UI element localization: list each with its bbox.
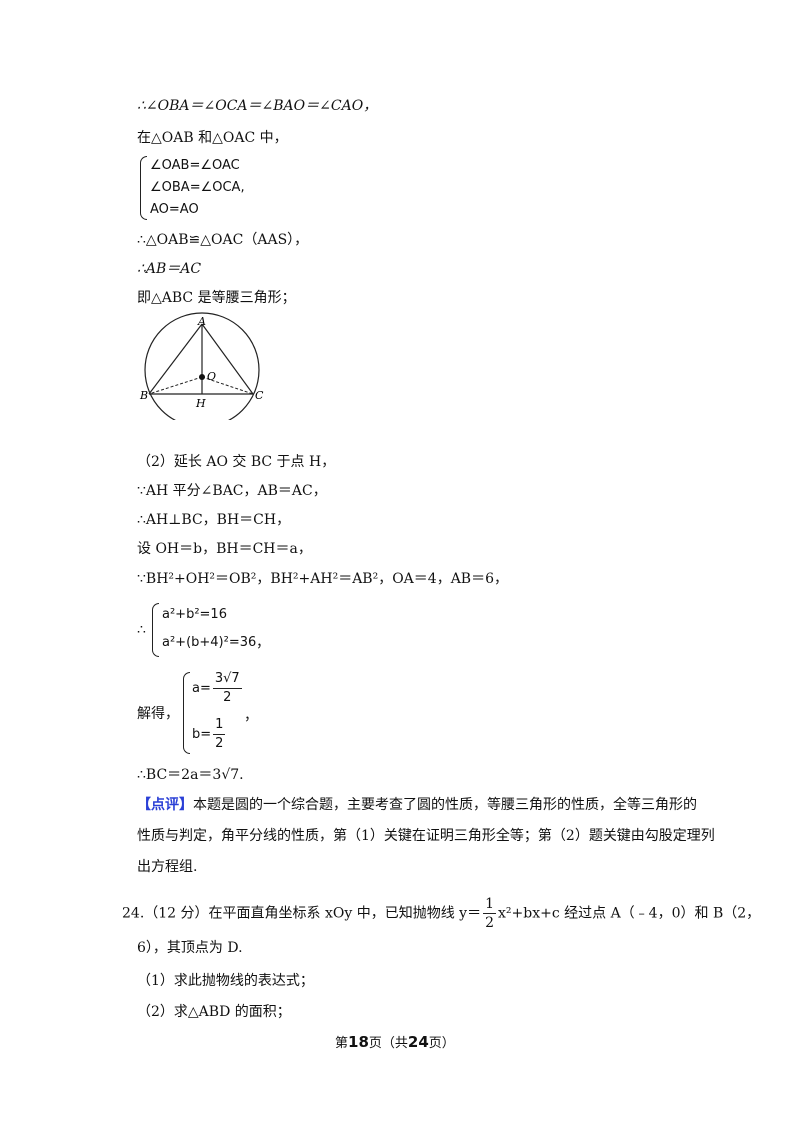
text-line: ∵BH²+OH²＝OB²，BH²+AH²＝AB²，OA＝4，AB＝6， <box>137 571 509 587</box>
page-footer: 第18页（共24页） <box>335 1033 455 1051</box>
punctuation: ， <box>256 635 270 651</box>
text-line: 即△ABC 是等腰三角形； <box>137 290 296 306</box>
label-b: B <box>139 389 148 402</box>
system-brace <box>183 672 190 754</box>
text-line: 在△OAB 和△OAC 中， <box>137 130 288 146</box>
text-line: 6），其顶点为 D. <box>137 940 243 956</box>
review-line: 出方程组. <box>137 859 198 875</box>
review-line: 【点评】本题是圆的一个综合题，主要考查了圆的性质，等腰三角形的性质，全等三角形的 <box>137 797 697 813</box>
text-line: 解得， <box>137 706 179 722</box>
review-tag: 【点评】 <box>137 797 193 813</box>
label-c: C <box>255 389 264 402</box>
therefore-symbol: ∴ <box>137 622 146 638</box>
system-brace <box>140 156 147 220</box>
page-number: 18 <box>348 1033 369 1051</box>
equation: ∠OBA=∠OCA, <box>150 180 245 195</box>
text-line: ∴AB＝AC <box>137 261 202 277</box>
equation: a²+(b+4)²=36 <box>162 635 257 650</box>
sub-question: （2）求△ABD 的面积； <box>137 1004 291 1020</box>
equation: a²+b²=16 <box>162 607 227 622</box>
text-line: ∴AH⊥BC，BH＝CH， <box>137 512 291 528</box>
equation: AO=AO <box>150 202 199 217</box>
text-line: 设 OH＝b，BH＝CH＝a， <box>137 541 312 557</box>
text-line: ∵AH 平分∠BAC，AB＝AC， <box>137 483 327 499</box>
text-line: ∴BC＝2a＝3√7. <box>137 767 244 783</box>
equation: ∠OAB=∠OAC <box>150 158 240 173</box>
label-h: H <box>195 397 206 410</box>
label-a: A <box>197 315 206 328</box>
label-o: O <box>207 370 216 383</box>
text-line: ∴∠OBA＝∠OCA＝∠BAO＝∠CAO， <box>137 98 378 114</box>
text-line: （2）延长 AO 交 BC 于点 H， <box>137 454 336 470</box>
text-line: ∴△OAB≌△OAC（AAS）， <box>137 232 309 248</box>
sub-question: （1）求此抛物线的表达式； <box>137 973 314 989</box>
review-line: 性质与判定，角平分线的性质，第（1）关键在证明三角形全等；第（2）题关键由勾股定… <box>137 828 715 844</box>
punctuation: ， <box>244 708 258 724</box>
system-brace <box>152 603 159 657</box>
circle-triangle-figure: A B C O H <box>139 312 264 420</box>
total-pages: 24 <box>407 1033 429 1051</box>
